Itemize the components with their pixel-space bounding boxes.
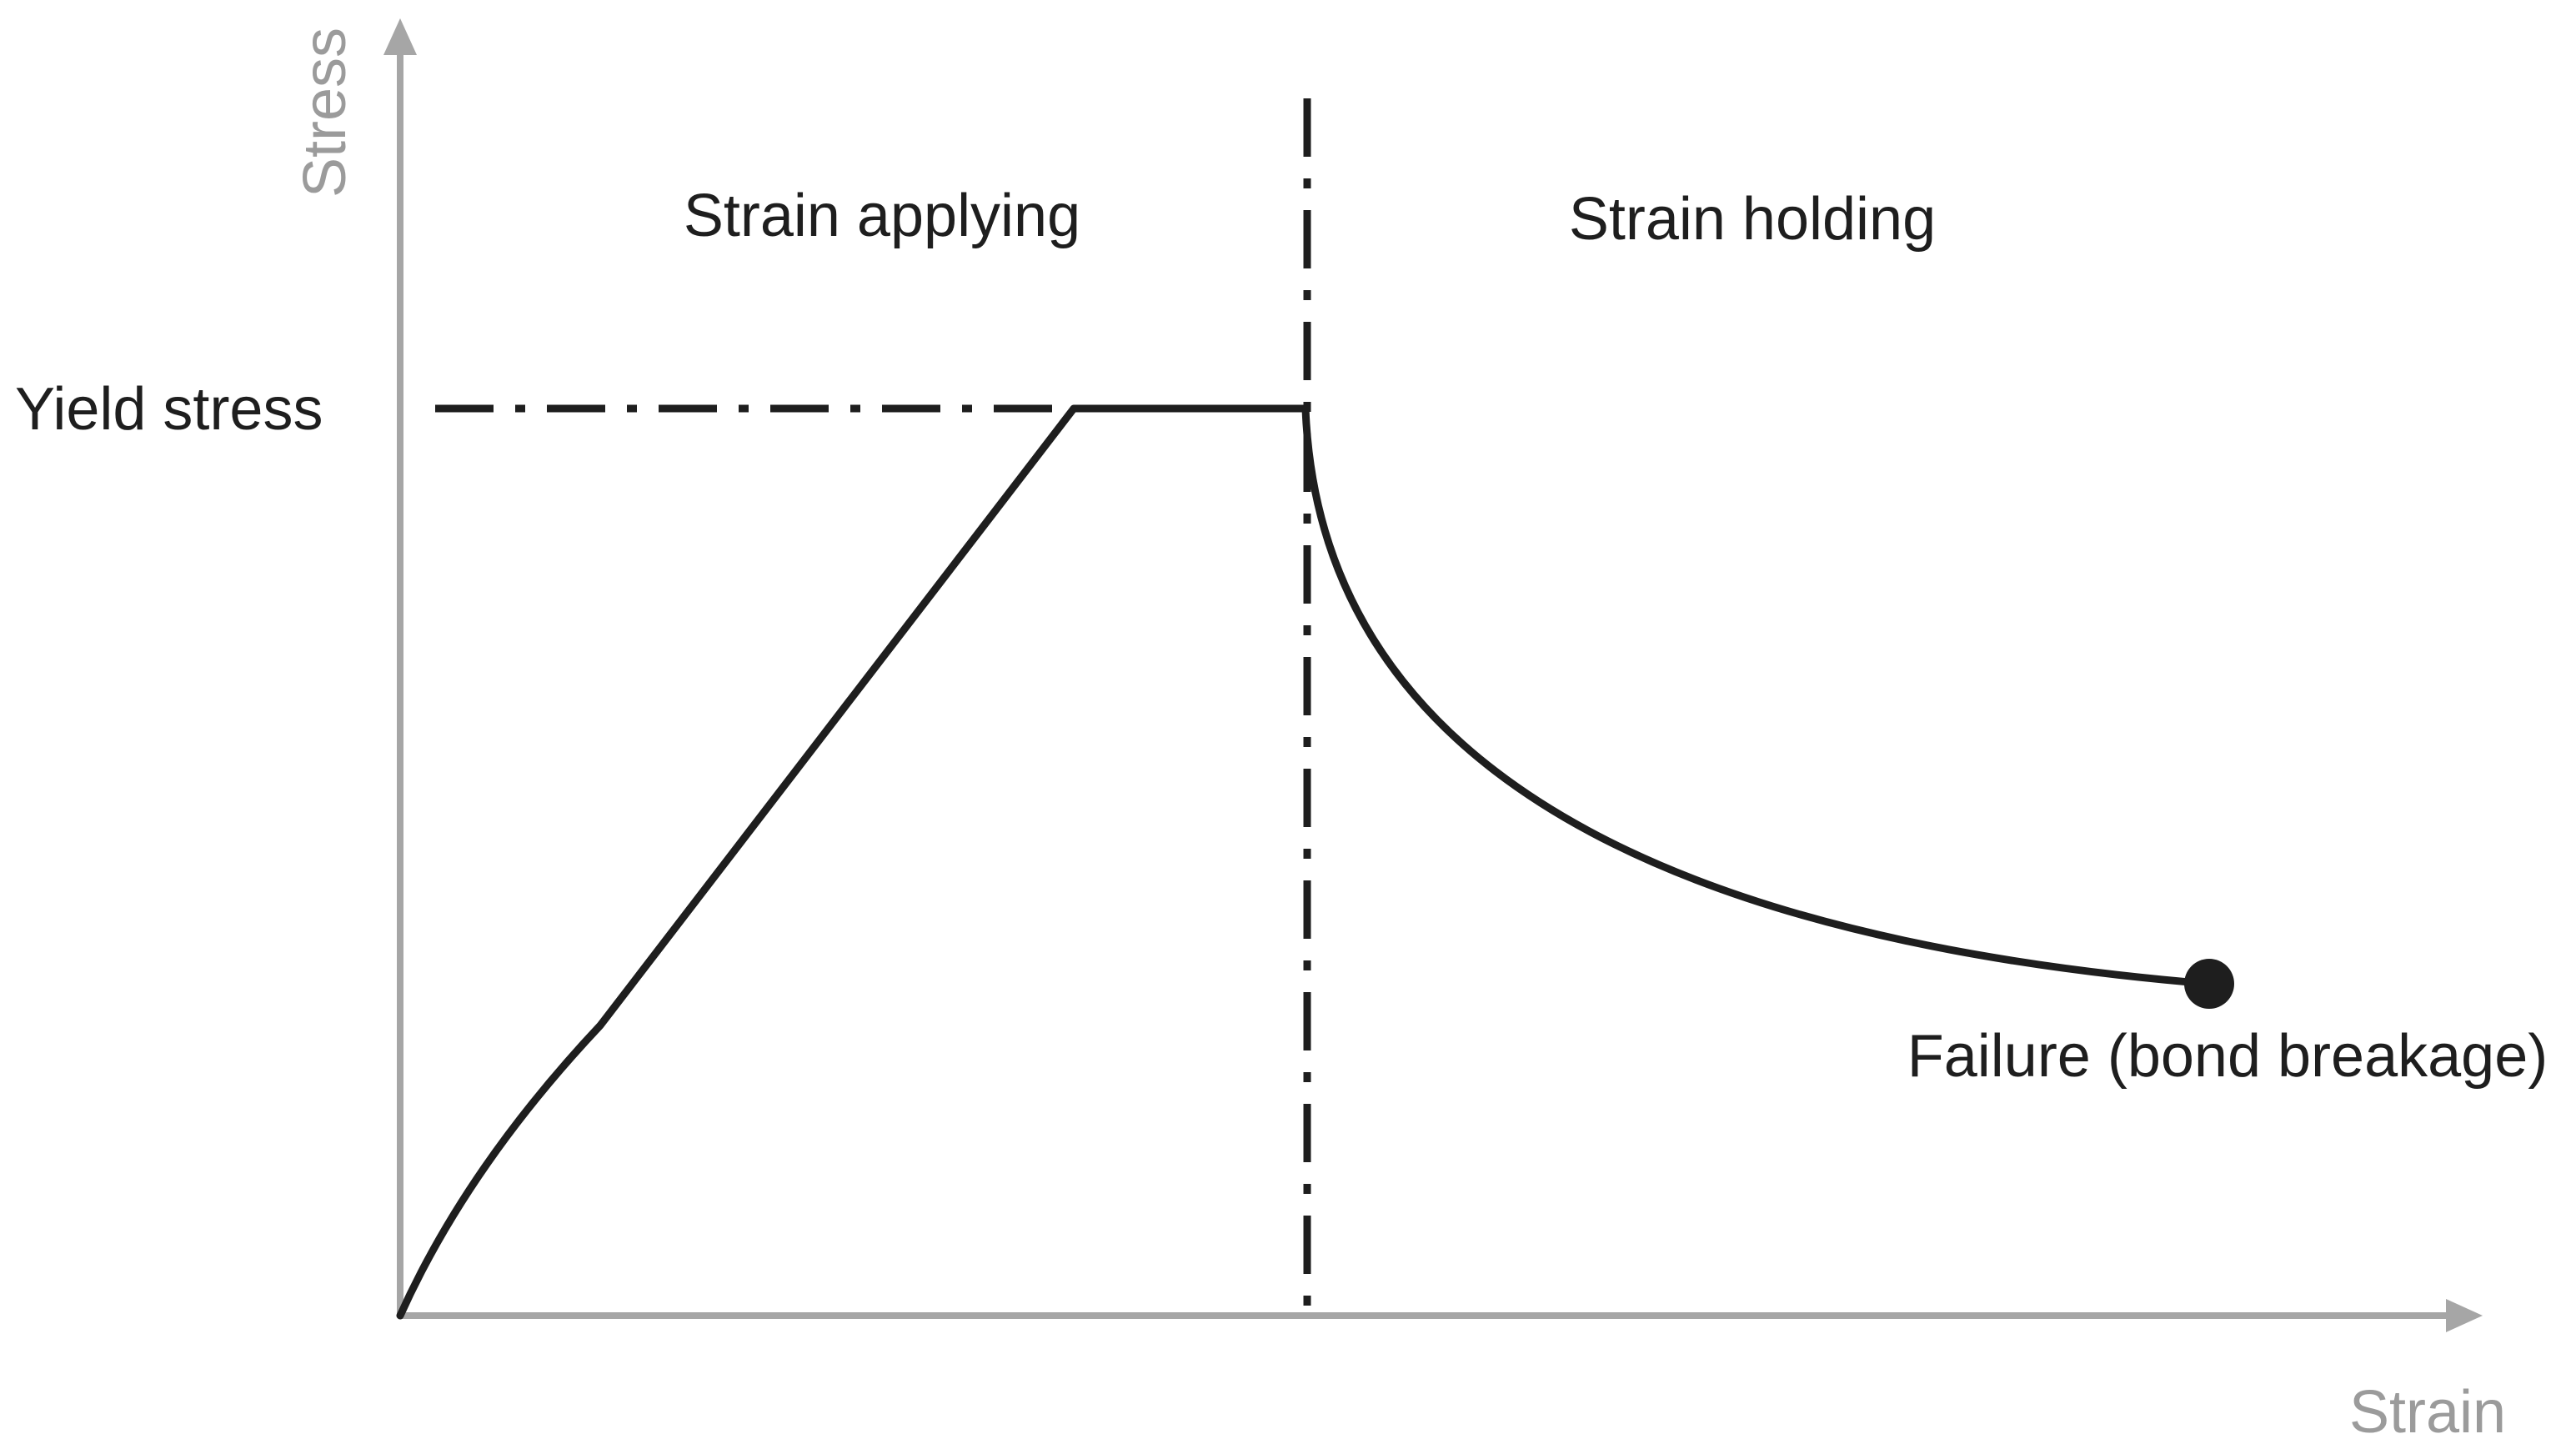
yield-stress-label: Yield stress (15, 376, 323, 443)
x-axis-label: Strain (2349, 1379, 2506, 1446)
y-axis-arrowhead (383, 18, 417, 55)
region-label-strain-applying: Strain applying (684, 183, 1080, 249)
region-label-strain-holding: Strain holding (1569, 186, 1936, 253)
stress-curve (396, 404, 2213, 1320)
axes (397, 48, 2451, 1319)
x-axis-arrowhead (2446, 1299, 2483, 1332)
y-axis-label: Stress (292, 28, 358, 198)
failure-point-label: Failure (bond breakage) (1907, 1023, 2548, 1090)
failure-point-marker (2184, 959, 2234, 1009)
